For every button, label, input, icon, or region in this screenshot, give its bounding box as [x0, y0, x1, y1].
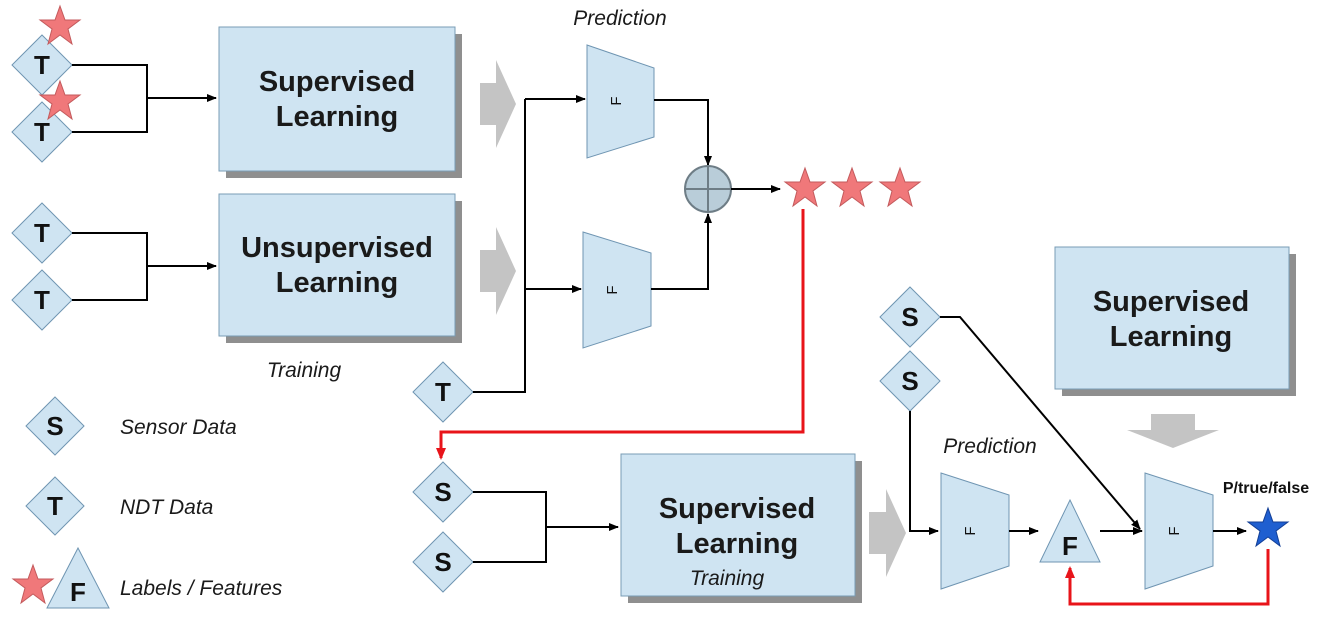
box-title-line2: Learning [676, 528, 798, 560]
box-title-line2: Learning [276, 101, 398, 133]
model-symbol: F [962, 526, 979, 535]
legend-ndt-label: NDT Data [120, 496, 213, 519]
feature-triangle-icon [46, 546, 110, 609]
legend-sensor-label: Sensor Data [120, 416, 237, 439]
sensor-symbol: S [434, 477, 451, 507]
predicted-label-star-icon [831, 167, 873, 207]
combine-oplus-icon [684, 165, 732, 213]
box-title-line1: Supervised [659, 493, 815, 525]
sensor-to-classifier [940, 316, 1141, 530]
feature-symbol: F [1062, 531, 1078, 561]
ndt-symbol: T [435, 377, 451, 407]
box-title-line1: Supervised [1093, 286, 1249, 318]
ndt-symbol: T [34, 50, 50, 80]
model-symbol: F [1166, 526, 1183, 535]
ndt-input-labeled-1: T [11, 34, 73, 96]
split-connector [473, 99, 526, 393]
feature-model-top: F [586, 44, 655, 159]
box-title-line2: Learning [1110, 321, 1232, 353]
sensor-input-predict-2: S [879, 350, 941, 412]
sensor-symbol: S [46, 411, 63, 441]
merge-connector [473, 491, 547, 563]
legend-ndt: T NDT Data [25, 476, 213, 536]
sensor-symbol: S [901, 302, 918, 332]
model-bottom-to-sum [651, 213, 712, 290]
ndt-input-1: T [11, 202, 73, 264]
box-title-line1: Supervised [259, 66, 415, 98]
supervised-learning-box-3: Supervised Learning [1054, 246, 1296, 396]
label-star-icon [12, 564, 54, 604]
training-caption-bottom: Training [690, 567, 765, 590]
model-symbol: F [604, 285, 621, 294]
ndt-input-labeled-2: T [11, 101, 73, 163]
feature-triangle: F [1039, 498, 1101, 563]
sensor-symbol: S [901, 366, 918, 396]
label-transfer-line [436, 209, 805, 460]
merge-connector [72, 232, 148, 301]
ndt-symbol: T [34, 218, 50, 248]
ndt-input-2: T [11, 269, 73, 331]
predicted-label-star-icon [879, 167, 921, 207]
legend: S Sensor Data T NDT Data F Labels / Feat… [12, 396, 283, 609]
ndt-input-predict: T [412, 361, 474, 423]
sensor-input-2: S [412, 531, 474, 593]
output-star-icon [1247, 507, 1289, 547]
feature-symbol: F [70, 577, 86, 607]
merge-connector [72, 64, 148, 133]
feedback-line [1065, 549, 1270, 606]
feature-model-bottom: F [582, 231, 652, 349]
output-label: P/true/false [1223, 480, 1309, 497]
flow-arrow-icon [869, 489, 906, 577]
legend-labels-label: Labels / Features [120, 577, 283, 600]
model-symbol: F [608, 96, 625, 105]
feature-model-predict: F [940, 472, 1010, 590]
sensor-to-model [909, 411, 939, 535]
supervised-learning-box-1: Supervised Learning [218, 26, 462, 178]
predicted-label-star-icon [784, 167, 826, 207]
flow-arrow-icon [480, 227, 516, 315]
sensor-input-predict-1: S [879, 286, 941, 348]
sensor-symbol: S [434, 547, 451, 577]
unsupervised-learning-box: Unsupervised Learning [218, 193, 462, 343]
ndt-symbol: T [34, 285, 50, 315]
flow-arrow-down-icon [1127, 414, 1219, 448]
model-top-to-sum [654, 99, 712, 166]
classifier-model: F [1144, 472, 1214, 590]
prediction-caption-bottom: Prediction [943, 435, 1036, 458]
box-title-line1: Unsupervised [241, 232, 433, 264]
prediction-caption-top: Prediction [573, 7, 666, 30]
sensor-input-1: S [412, 461, 474, 523]
ndt-symbol: T [47, 491, 63, 521]
flow-arrow-icon [480, 60, 516, 148]
legend-labels: F Labels / Features [12, 546, 283, 609]
supervised-learning-box-2: Supervised Learning Training [620, 453, 862, 603]
box-title-line2: Learning [276, 267, 398, 299]
legend-sensor: S Sensor Data [25, 396, 237, 456]
training-caption-top: Training [267, 359, 342, 382]
ndt-symbol: T [34, 117, 50, 147]
